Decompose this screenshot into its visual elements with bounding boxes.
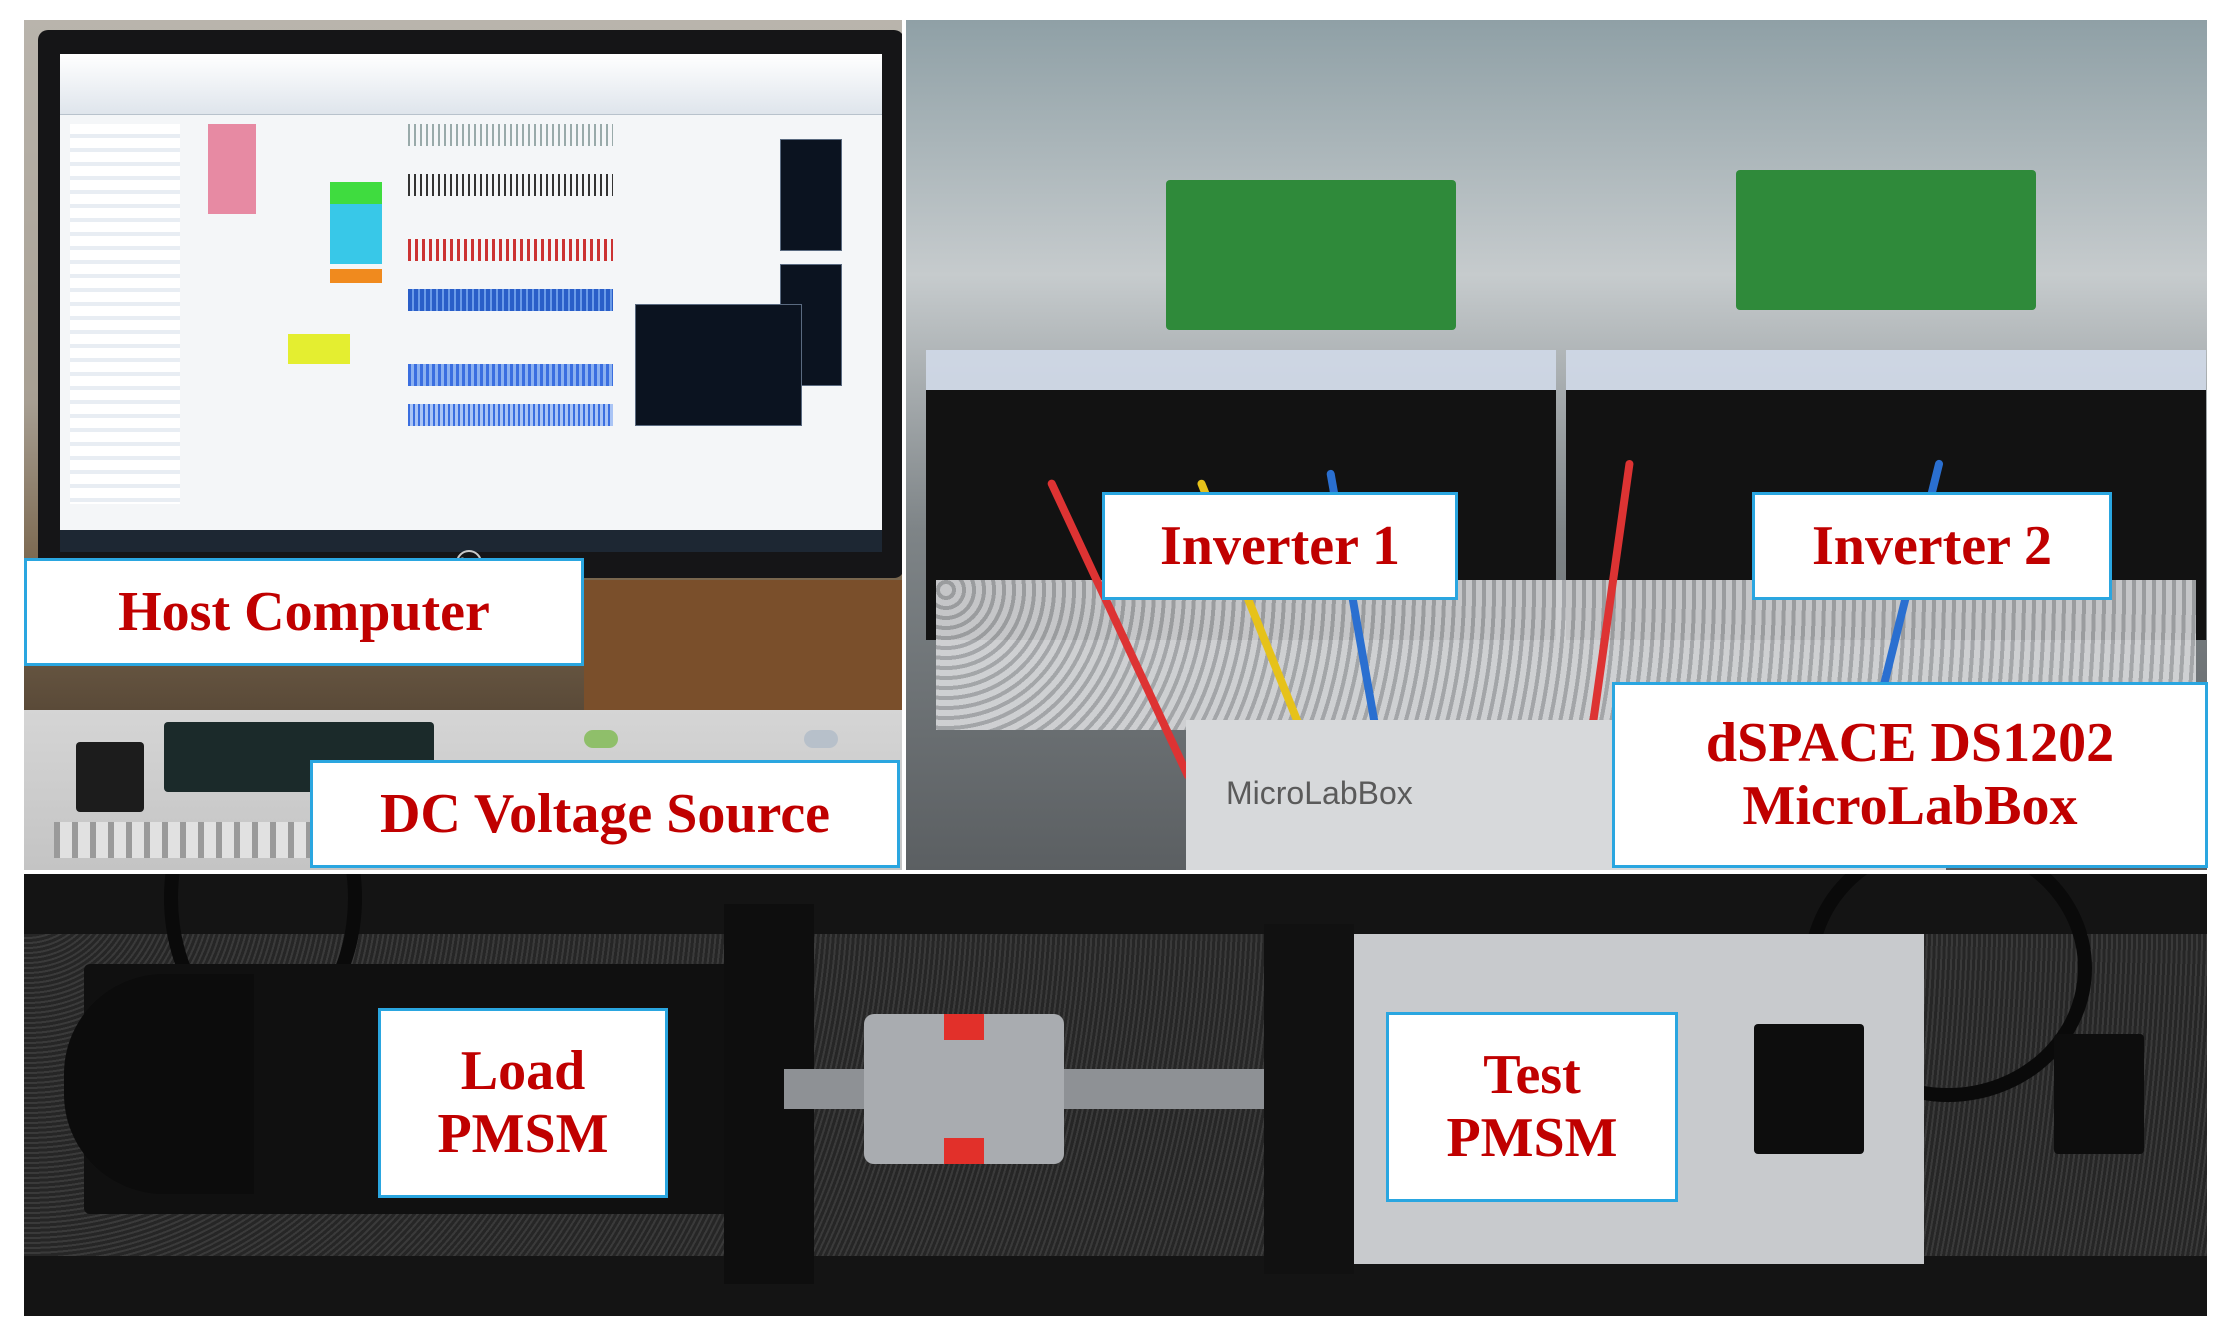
shaft-coupling — [864, 1014, 1064, 1164]
inverter-2-label-text: Inverter 2 — [1812, 514, 2052, 577]
dc-source-button — [584, 730, 618, 748]
dc-voltage-source-label-text: DC Voltage Source — [379, 782, 831, 845]
software-toolbar — [60, 54, 882, 115]
coupling-spider — [944, 1014, 984, 1040]
dc-source-button — [804, 730, 838, 748]
test-pmsm-label: Test PMSM — [1386, 1012, 1678, 1202]
control-board — [1736, 170, 2036, 310]
software-pink-block — [208, 124, 256, 214]
waveform-plot — [408, 289, 613, 311]
test-mounting-plate — [1264, 924, 1354, 1274]
dspace-label-line2: MicroLabBox — [1742, 775, 2078, 837]
scope-display — [635, 304, 802, 426]
control-board — [1166, 180, 1456, 330]
test-pmsm-label-line2: PMSM — [1446, 1107, 1618, 1169]
software-yellow-block — [288, 334, 350, 364]
host-computer-photo: hp — [24, 20, 902, 710]
software-orange-block — [330, 269, 382, 283]
dspace-label: dSPACE DS1202 MicroLabBox — [1612, 682, 2208, 868]
inverter-1-label-text: Inverter 1 — [1160, 514, 1400, 577]
load-pmsm-label-line1: Load — [460, 1040, 586, 1103]
load-pmsm-label: Load PMSM — [378, 1008, 668, 1198]
mounting-rail — [24, 1256, 2207, 1316]
dspace-label-line1: dSPACE DS1202 — [1705, 712, 2115, 775]
load-pmsm-label-line2: PMSM — [437, 1103, 609, 1165]
inverter-1-label: Inverter 1 — [1102, 492, 1458, 600]
dc-voltage-source-label: DC Voltage Source — [310, 760, 900, 868]
monitor — [38, 30, 902, 578]
software-tree-panel — [70, 124, 180, 504]
waveform-plot — [408, 404, 613, 426]
software-cyan-block — [330, 204, 382, 264]
scope-display — [780, 139, 842, 251]
motor-connector — [2054, 1034, 2144, 1154]
host-computer-label-text: Host Computer — [118, 580, 490, 643]
waveform-plot — [408, 174, 613, 196]
software-green-block — [330, 182, 382, 204]
waveform-plot — [408, 364, 613, 386]
desk — [584, 580, 902, 710]
motor-bench-photo — [24, 874, 2207, 1316]
waveform-plot — [408, 124, 613, 146]
motor-connector — [1754, 1024, 1864, 1154]
monitor-screen — [60, 54, 882, 552]
power-switch — [76, 742, 144, 812]
host-computer-label: Host Computer — [24, 558, 584, 666]
test-pmsm-label-line1: Test — [1483, 1044, 1581, 1107]
coupling-spider — [944, 1138, 984, 1164]
microlabbox-brand-text: MicroLabBox — [1226, 775, 1413, 811]
inverter-2-label: Inverter 2 — [1752, 492, 2112, 600]
taskbar — [60, 530, 882, 552]
waveform-plot — [408, 239, 613, 261]
load-pmsm-end-cap — [64, 974, 254, 1194]
